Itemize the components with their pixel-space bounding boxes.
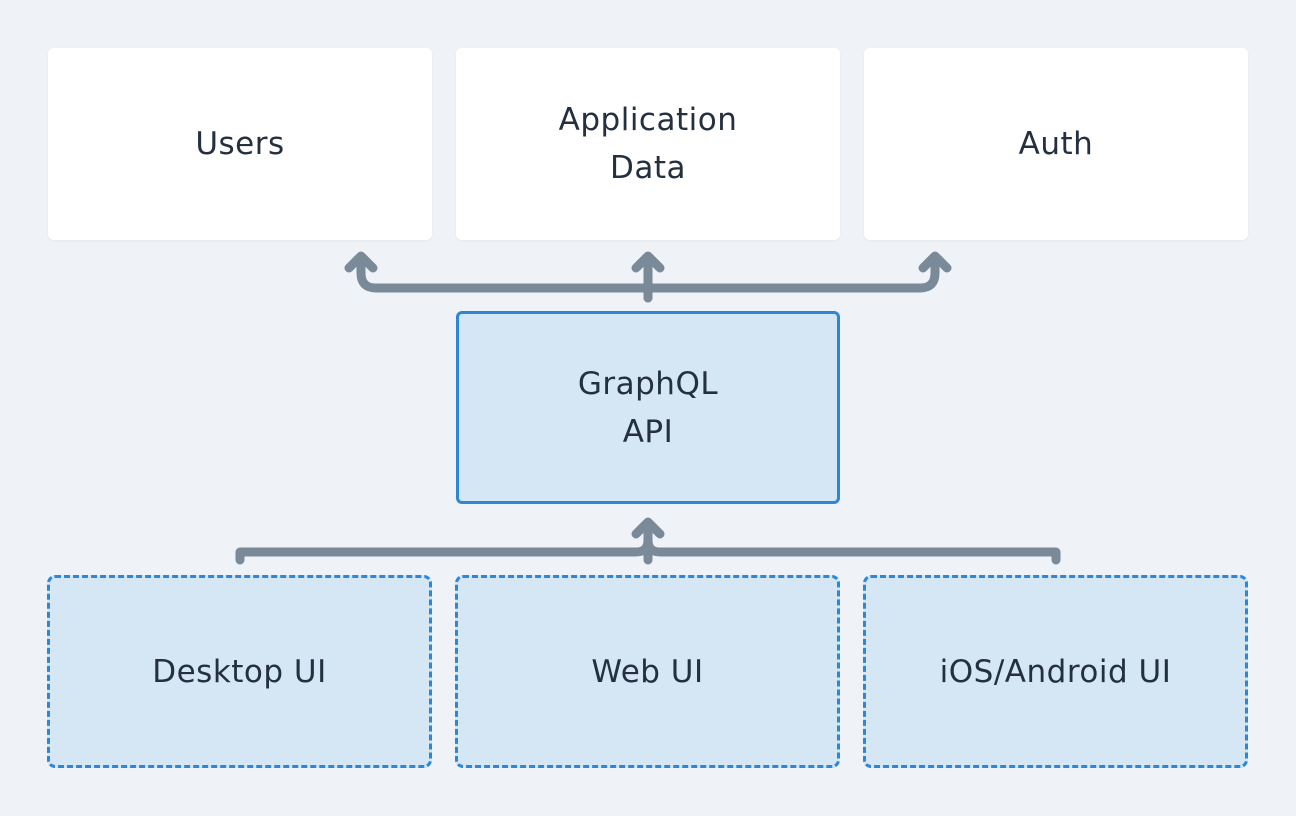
service-box-users: Users	[48, 48, 432, 240]
arrowhead-api	[631, 517, 665, 539]
client-label-web-ui: Web UI	[591, 653, 704, 690]
api-to-services-connector	[356, 259, 940, 303]
api-label: GraphQL API	[577, 365, 719, 450]
service-label-users: Users	[195, 126, 285, 162]
service-label-auth: Auth	[1018, 126, 1094, 162]
arrowhead-application-data	[631, 251, 665, 273]
client-box-desktop-ui: Desktop UI	[47, 575, 432, 768]
service-box-application-data: Application Data	[456, 48, 840, 240]
client-box-ios-android-ui: iOS/Android UI	[863, 575, 1248, 768]
client-label-desktop-ui: Desktop UI	[152, 653, 327, 690]
client-label-ios-android-ui: iOS/Android UI	[939, 653, 1172, 690]
service-label-application-data: Application Data	[558, 102, 738, 186]
api-box: GraphQL API	[456, 311, 840, 504]
arrowhead-auth	[918, 251, 952, 273]
service-box-auth: Auth	[864, 48, 1248, 240]
arrowhead-users	[344, 251, 378, 273]
client-box-web-ui: Web UI	[455, 575, 840, 768]
